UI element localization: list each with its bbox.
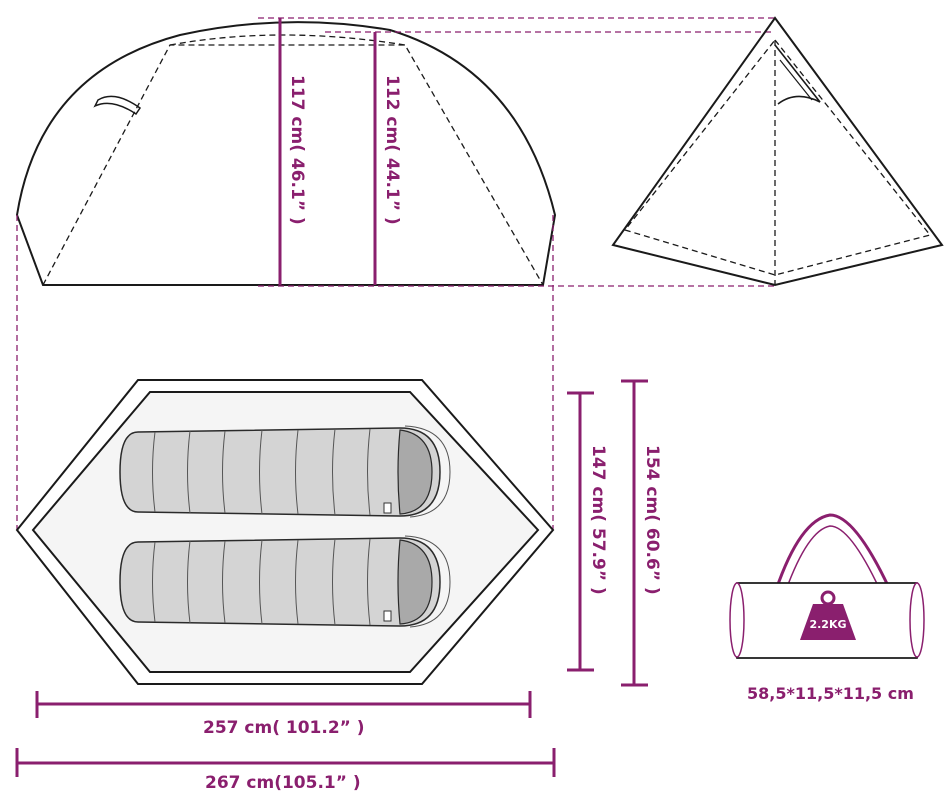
- weight-label: 2.2KG: [809, 618, 846, 631]
- weight-badge: [800, 604, 856, 640]
- side-dimension-lines: [16, 17, 775, 530]
- sleeping-bag-icon: [119, 425, 451, 518]
- sleeping-bag-zipper: [383, 610, 392, 622]
- package-size-label: 58,5*11,5*11,5 cm: [747, 684, 914, 703]
- weight-icon: 2.2KG: [800, 590, 856, 640]
- side-window: [93, 95, 142, 116]
- inner-width-label: 147 cm( 57.9” ): [588, 445, 608, 595]
- floor-dimension-lines: [15, 379, 648, 777]
- tent-floor-icon: [15, 379, 555, 685]
- carry-bag-handle: [774, 513, 892, 591]
- front-outer-shell: [611, 16, 944, 287]
- sleeping-bag-hood: [397, 539, 433, 625]
- carry-bag-end-right: [909, 582, 925, 658]
- tent-side-icon: [15, 21, 557, 286]
- front-door-inner: [779, 59, 813, 101]
- sleeping-bag-body: [119, 427, 441, 517]
- front-inner-tent: [623, 38, 932, 276]
- outer-height-label: 117 cm( 46.1” ): [287, 75, 307, 225]
- tent-front-icon: [611, 16, 944, 287]
- carry-bag-end-left: [729, 582, 745, 658]
- sleeping-bag-zipper: [383, 502, 392, 514]
- outer-width-label: 154 cm( 60.6” ): [642, 445, 662, 595]
- sleeping-bag-seams: [152, 428, 371, 516]
- carry-bag-handle-inner: [785, 525, 881, 591]
- sleeping-bag-seams: [152, 538, 371, 626]
- front-door: [774, 44, 821, 105]
- outer-length-label: 267 cm(105.1” ): [205, 773, 361, 793]
- inner-height-label: 112 cm( 44.1” ): [382, 75, 402, 225]
- side-outer-shell: [15, 21, 557, 286]
- sleeping-bag-icon: [119, 535, 451, 628]
- side-inner-tent: [42, 44, 544, 286]
- sleeping-bag-body: [119, 537, 441, 627]
- sleeping-bag-hood: [397, 429, 433, 515]
- inner-length-label: 257 cm( 101.2” ): [203, 718, 365, 738]
- sleeping-bag-head-outline: [404, 425, 451, 518]
- sleeping-bag-head-outline: [404, 535, 451, 628]
- side-inner-roof: [169, 34, 406, 46]
